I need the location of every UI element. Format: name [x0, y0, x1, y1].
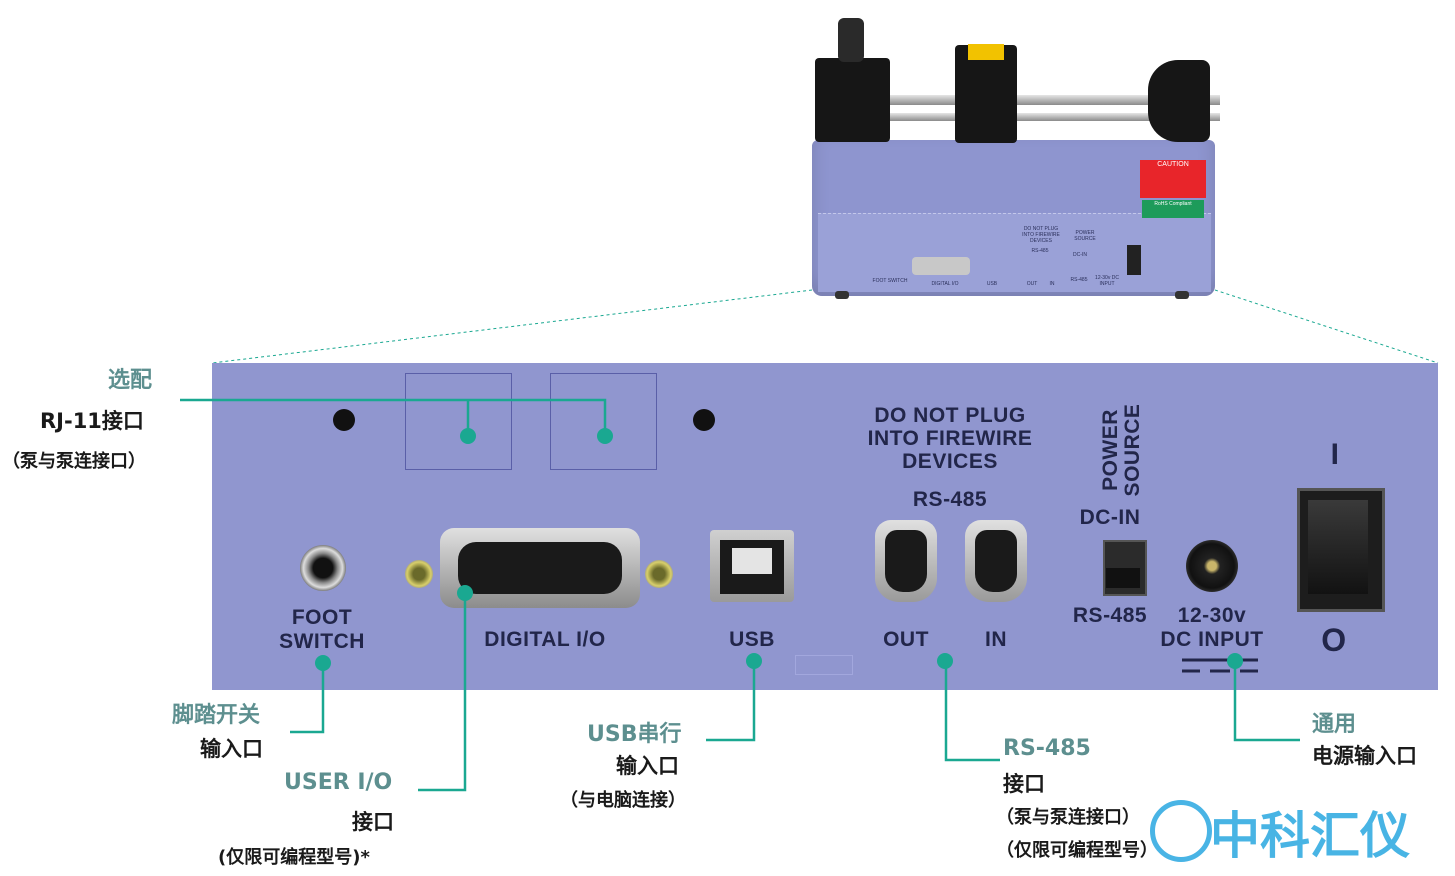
device-power-switch: [1127, 245, 1141, 275]
panel-blank-label: [795, 655, 853, 675]
callout-dot-rs485-out: [937, 653, 953, 669]
device-db15: [912, 257, 970, 275]
rs485-out-socket: [885, 530, 927, 592]
in-text: IN: [985, 628, 1007, 651]
foot-switch-jack: [300, 545, 346, 591]
dc-input-jack: [1186, 540, 1238, 592]
device-small-label-dio: DIGITAL I/O: [931, 281, 959, 287]
callout-userio-sub: 接口: [352, 810, 394, 834]
power-source-slide-knob: [1106, 568, 1140, 588]
device-rail-lower: [820, 113, 1220, 121]
dc-in-text: DC-IN: [1079, 506, 1141, 529]
rs485-in-socket: [975, 530, 1017, 592]
dc-input-text: 12-30v DC INPUT: [1160, 604, 1264, 651]
mounting-hole-right: [693, 409, 715, 431]
callout-dot-userio: [457, 585, 473, 601]
callout-dot-rj11-1: [460, 428, 476, 444]
device-small-label-dcin: DC-IN: [1073, 252, 1087, 258]
device-rail: [820, 95, 1220, 105]
callout-rs485-note: （仅限可编程型号）: [996, 840, 1158, 861]
callout-dot-foot: [315, 655, 331, 671]
device-small-label-rs485: RS-485: [1031, 248, 1049, 254]
warning-sticker-icon: [968, 44, 1004, 60]
watermark-text: 中科汇仪: [1210, 807, 1410, 865]
firewire-warning-text: DO NOT PLUG INTO FIREWIRE DEVICES: [867, 404, 1033, 473]
foot-switch-text: FOOT SWITCH: [279, 606, 365, 653]
out-text: OUT: [883, 628, 929, 651]
device-small-label-power: POWER SOURCE: [1074, 230, 1096, 242]
digital-io-text: DIGITAL I/O: [484, 628, 606, 651]
dc-symbol-icon: [1182, 658, 1258, 673]
device-small-label-in: IN: [1049, 281, 1055, 287]
callout-usb-title: USB串行: [587, 722, 682, 747]
rear-panel-closeup: [212, 363, 1438, 690]
device-rear-panel: [818, 213, 1211, 292]
caution-label: CAUTION: [1140, 160, 1206, 198]
usb-text: USB: [729, 628, 775, 651]
device-foot-left: [835, 291, 849, 299]
rj11-port-outline-2: [550, 373, 657, 470]
callout-rj11-optional: 选配: [108, 368, 153, 393]
rs485-switch-text: RS-485: [1072, 604, 1148, 627]
callout-rj11-title: RJ-11接口: [40, 409, 144, 433]
syringe-clamp-left: [815, 58, 890, 142]
callout-foot-title: 脚踏开关: [172, 703, 261, 728]
switch-on-mark: I: [1330, 438, 1340, 471]
device-small-label-out: OUT: [1026, 281, 1038, 287]
device-small-label-footswitch: FOOT SWITCH: [872, 278, 908, 284]
device-small-label-usb: USB: [986, 281, 998, 287]
callout-rj11-desc: （泵与泵连接口）: [2, 451, 146, 472]
callout-foot-sub: 输入口: [200, 737, 263, 761]
db15-screw-right: [645, 560, 673, 588]
callout-rs485-sub: 接口: [1003, 772, 1045, 796]
callout-userio-title: USER I/O: [284, 770, 393, 795]
usb-b-tongue: [732, 548, 772, 574]
rocker-power-paddle: [1308, 500, 1368, 594]
callout-rs485-desc: （泵与泵连接口）: [996, 807, 1140, 828]
device-small-label-dc: 12-30v DC INPUT: [1095, 275, 1119, 287]
rohs-label: RoHS Compliant: [1142, 200, 1204, 218]
end-block: [1148, 60, 1210, 142]
callout-userio-note: (仅限可编程型号)*: [218, 847, 370, 868]
rs485-title-text: RS-485: [912, 488, 988, 511]
switch-off-mark: O: [1321, 622, 1347, 658]
callout-usb-desc: （与电脑连接）: [560, 790, 686, 811]
watermark-logo-icon: [1150, 800, 1212, 862]
device-foot-right: [1175, 291, 1189, 299]
device-small-label-firewire: DO NOT PLUG INTO FIREWIRE DEVICES: [1022, 226, 1060, 244]
callout-dot-power: [1227, 653, 1243, 669]
pusher-block: [955, 45, 1017, 143]
callout-dot-usb: [746, 653, 762, 669]
mounting-hole-left: [333, 409, 355, 431]
callout-usb-sub: 输入口: [616, 754, 679, 778]
callout-rs485-title: RS-485: [1003, 736, 1091, 761]
device-small-label-rs485-sw: RS-485: [1070, 277, 1088, 283]
callout-dot-rj11-2: [597, 428, 613, 444]
rj11-port-outline-1: [405, 373, 512, 470]
db15-socket: [458, 542, 622, 594]
callout-power-sub: 电源输入口: [1312, 744, 1417, 768]
syringe-knob: [838, 18, 864, 62]
callout-power-title: 通用: [1312, 712, 1357, 737]
db15-screw-left: [405, 560, 433, 588]
